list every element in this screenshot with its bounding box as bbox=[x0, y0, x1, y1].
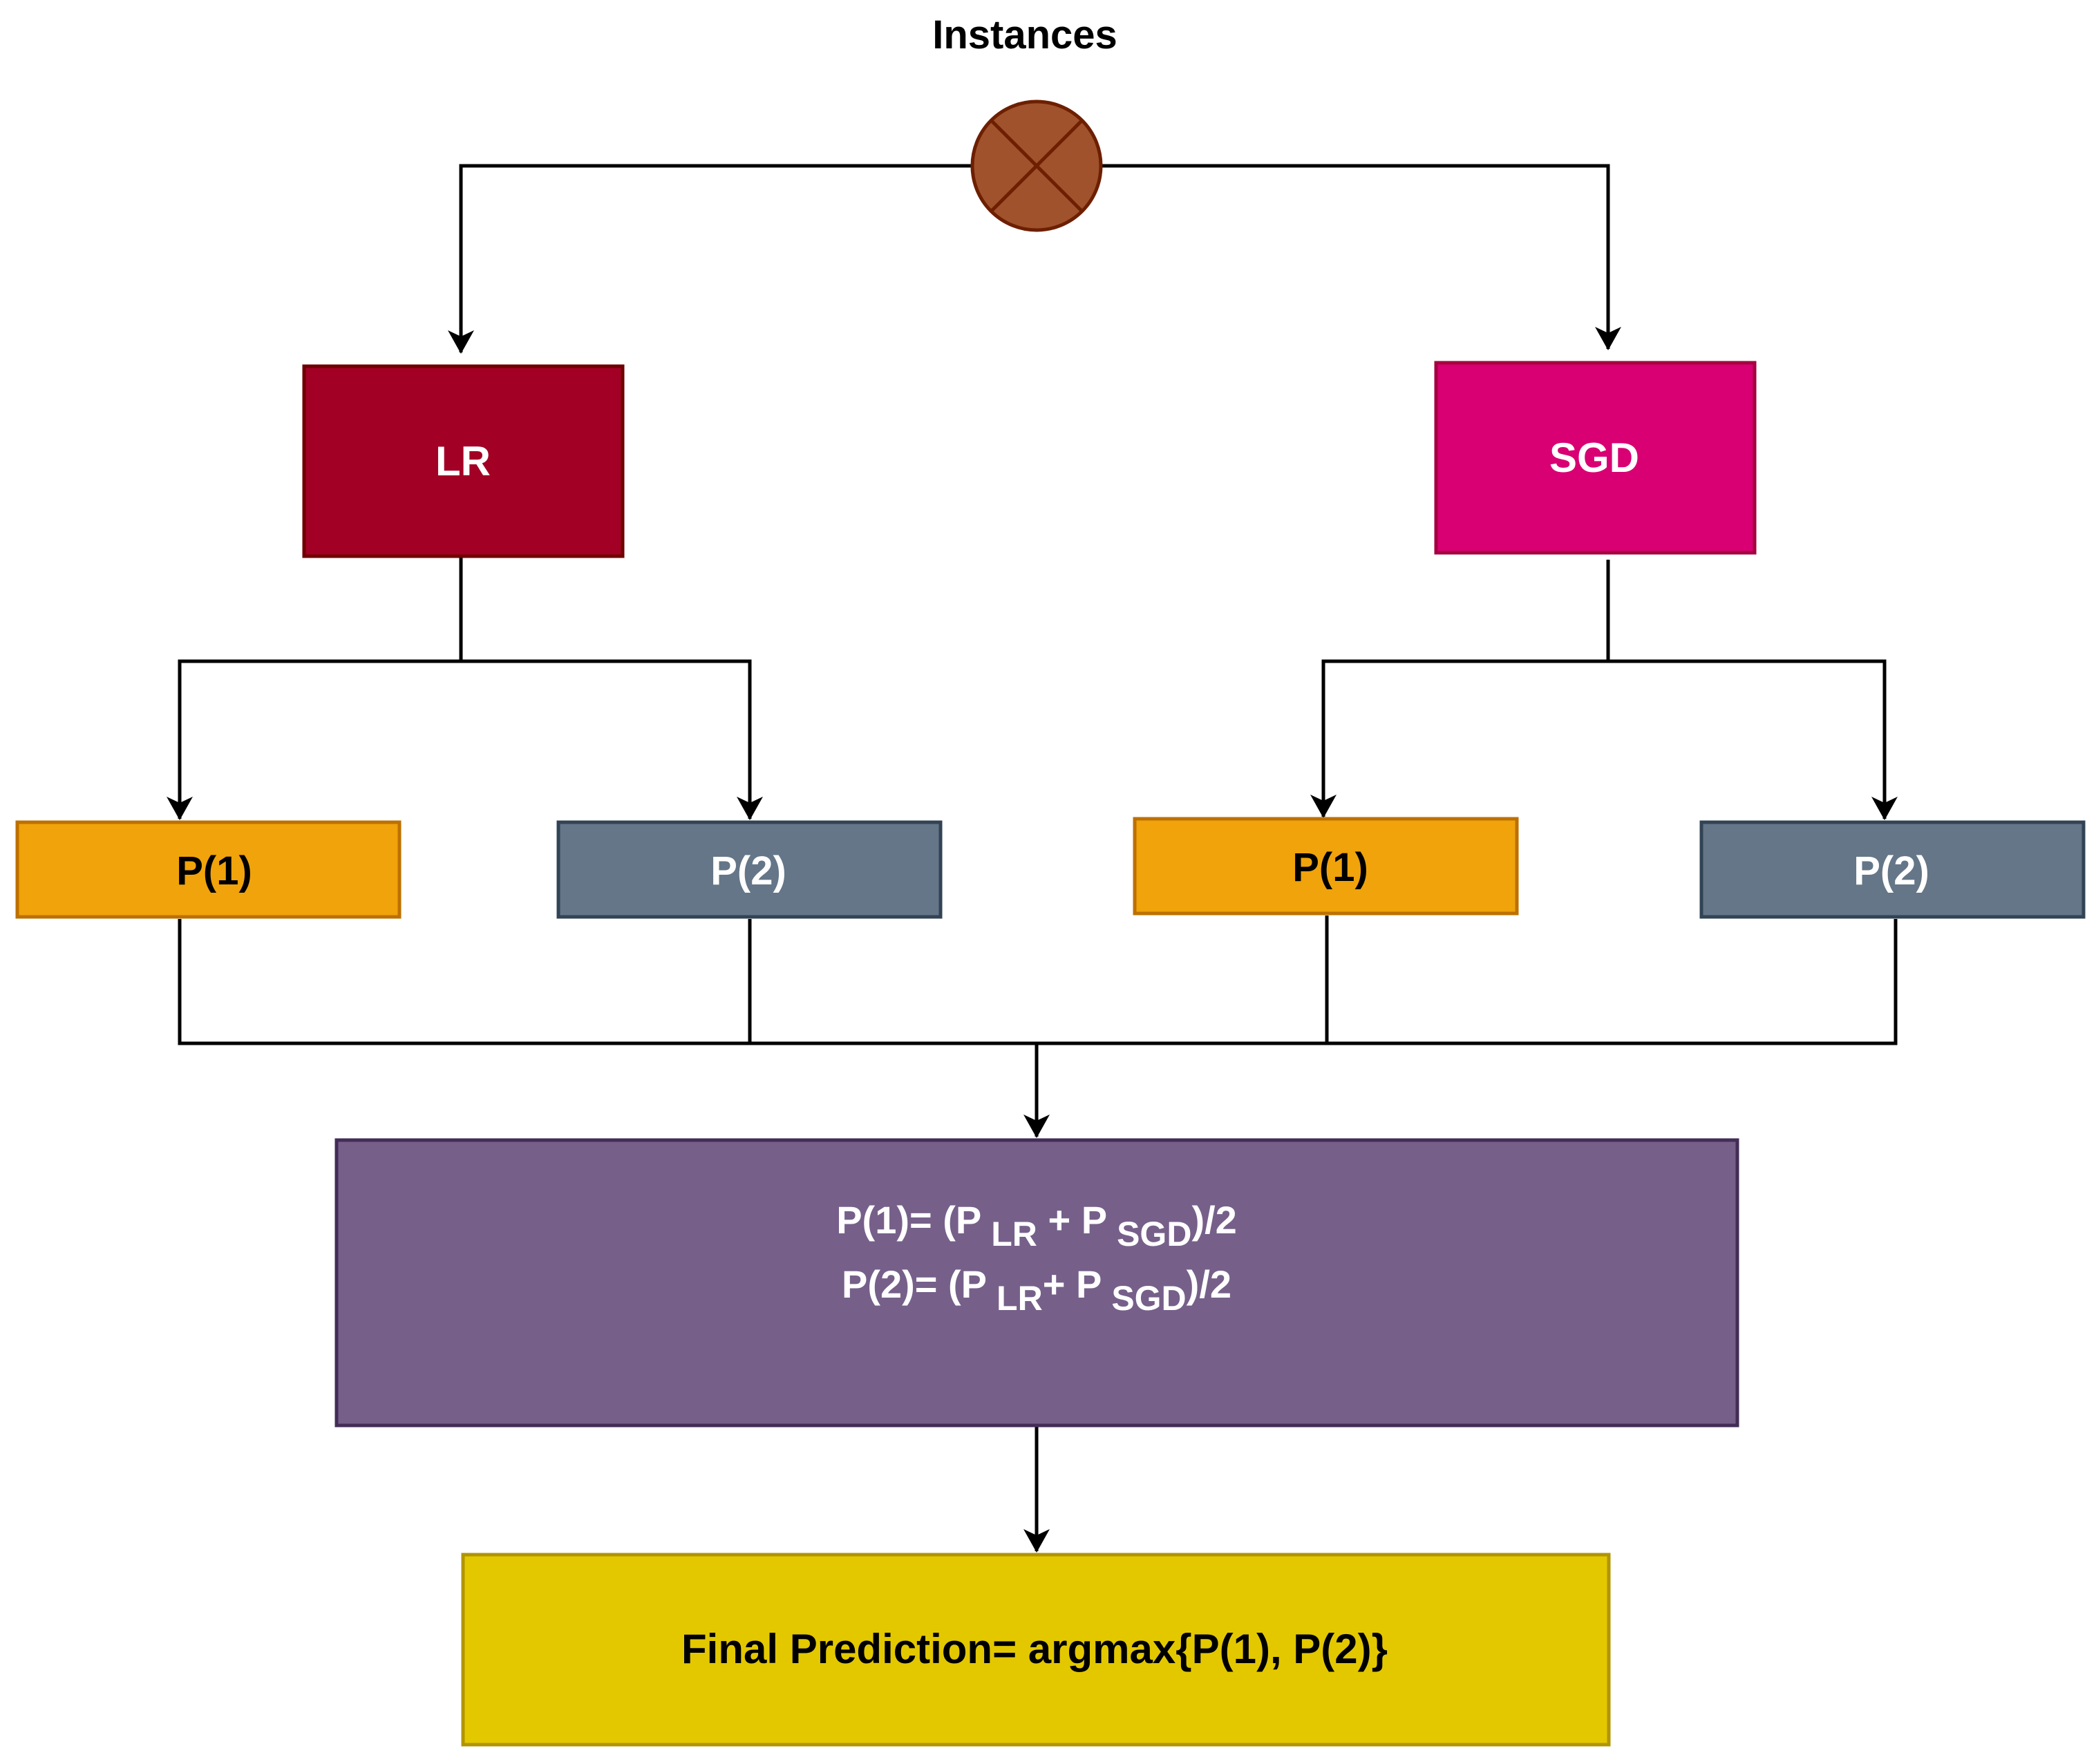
sgd-p1-box bbox=[1133, 817, 1519, 916]
combiner-cross-icon bbox=[970, 99, 1103, 232]
edge-lr-to-outputs bbox=[167, 558, 463, 820]
sgd-model-box bbox=[1434, 361, 1757, 555]
lr-p2-label: P(2) bbox=[710, 848, 786, 893]
final-prediction-label: Final Prediction= argmax{P(1), P(2)} bbox=[681, 1626, 1388, 1672]
sgd-label: SGD bbox=[1549, 435, 1639, 481]
lr-label: LR bbox=[435, 438, 491, 484]
lr-p1-label: P(1) bbox=[176, 848, 252, 893]
instances-title: Instances bbox=[932, 12, 1117, 57]
edge-sgd-to-outputs bbox=[1310, 560, 1610, 818]
lr-p1-box bbox=[15, 820, 402, 919]
edge-sgd-to-p2 bbox=[1608, 659, 1898, 820]
sgd-p2-box bbox=[1699, 820, 2086, 919]
final-prediction-box bbox=[461, 1553, 1611, 1747]
lr-model-box bbox=[302, 364, 625, 558]
connector-lines bbox=[167, 164, 1898, 1553]
sgd-p1-label: P(1) bbox=[1292, 845, 1368, 890]
edge-combiner-to-sgd bbox=[1101, 164, 1621, 350]
sgd-p2-label: P(2) bbox=[1853, 848, 1929, 893]
edge-lr-to-p2 bbox=[461, 659, 763, 820]
averaging-box bbox=[334, 1138, 1739, 1428]
edge-combiner-to-lr bbox=[448, 164, 972, 354]
lr-p2-box bbox=[556, 820, 943, 919]
edge-outputs-merge bbox=[178, 919, 1898, 1045]
